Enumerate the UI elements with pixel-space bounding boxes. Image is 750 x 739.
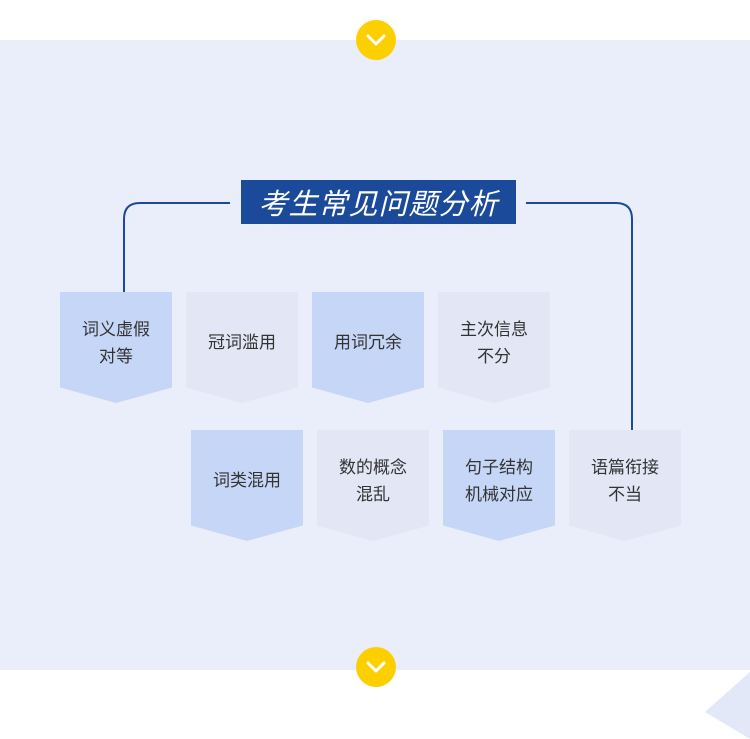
chevron-down-icon [356,20,396,60]
issue-label: 词义虚假 [82,319,150,340]
issue-label: 句子结构 [465,457,533,478]
issue-label: 不分 [477,346,511,367]
issue-label: 词类混用 [213,471,281,491]
issue-label: 混乱 [356,484,390,505]
issue-label: 冠词滥用 [208,333,276,353]
issue-card: 词义虚假对等 [60,292,172,403]
issue-label: 机械对应 [465,484,533,505]
issue-label: 用词冗余 [334,333,402,353]
issue-label: 主次信息 [460,319,528,340]
issue-card: 主次信息不分 [438,292,550,403]
issue-card: 用词冗余 [312,292,424,403]
corner-decoration [705,672,750,739]
issue-card: 词类混用 [191,430,303,541]
chevron-down-icon [356,647,396,687]
issue-label: 语篇衔接 [591,457,659,478]
issue-label: 数的概念 [339,457,407,478]
issue-card: 句子结构机械对应 [443,430,555,541]
issue-card: 冠词滥用 [186,292,298,403]
issue-label: 对等 [99,346,133,367]
issue-card: 语篇衔接不当 [569,430,681,541]
issue-card: 数的概念混乱 [317,430,429,541]
page-title: 考生常见问题分析 [241,180,516,224]
issue-label: 不当 [608,484,642,505]
